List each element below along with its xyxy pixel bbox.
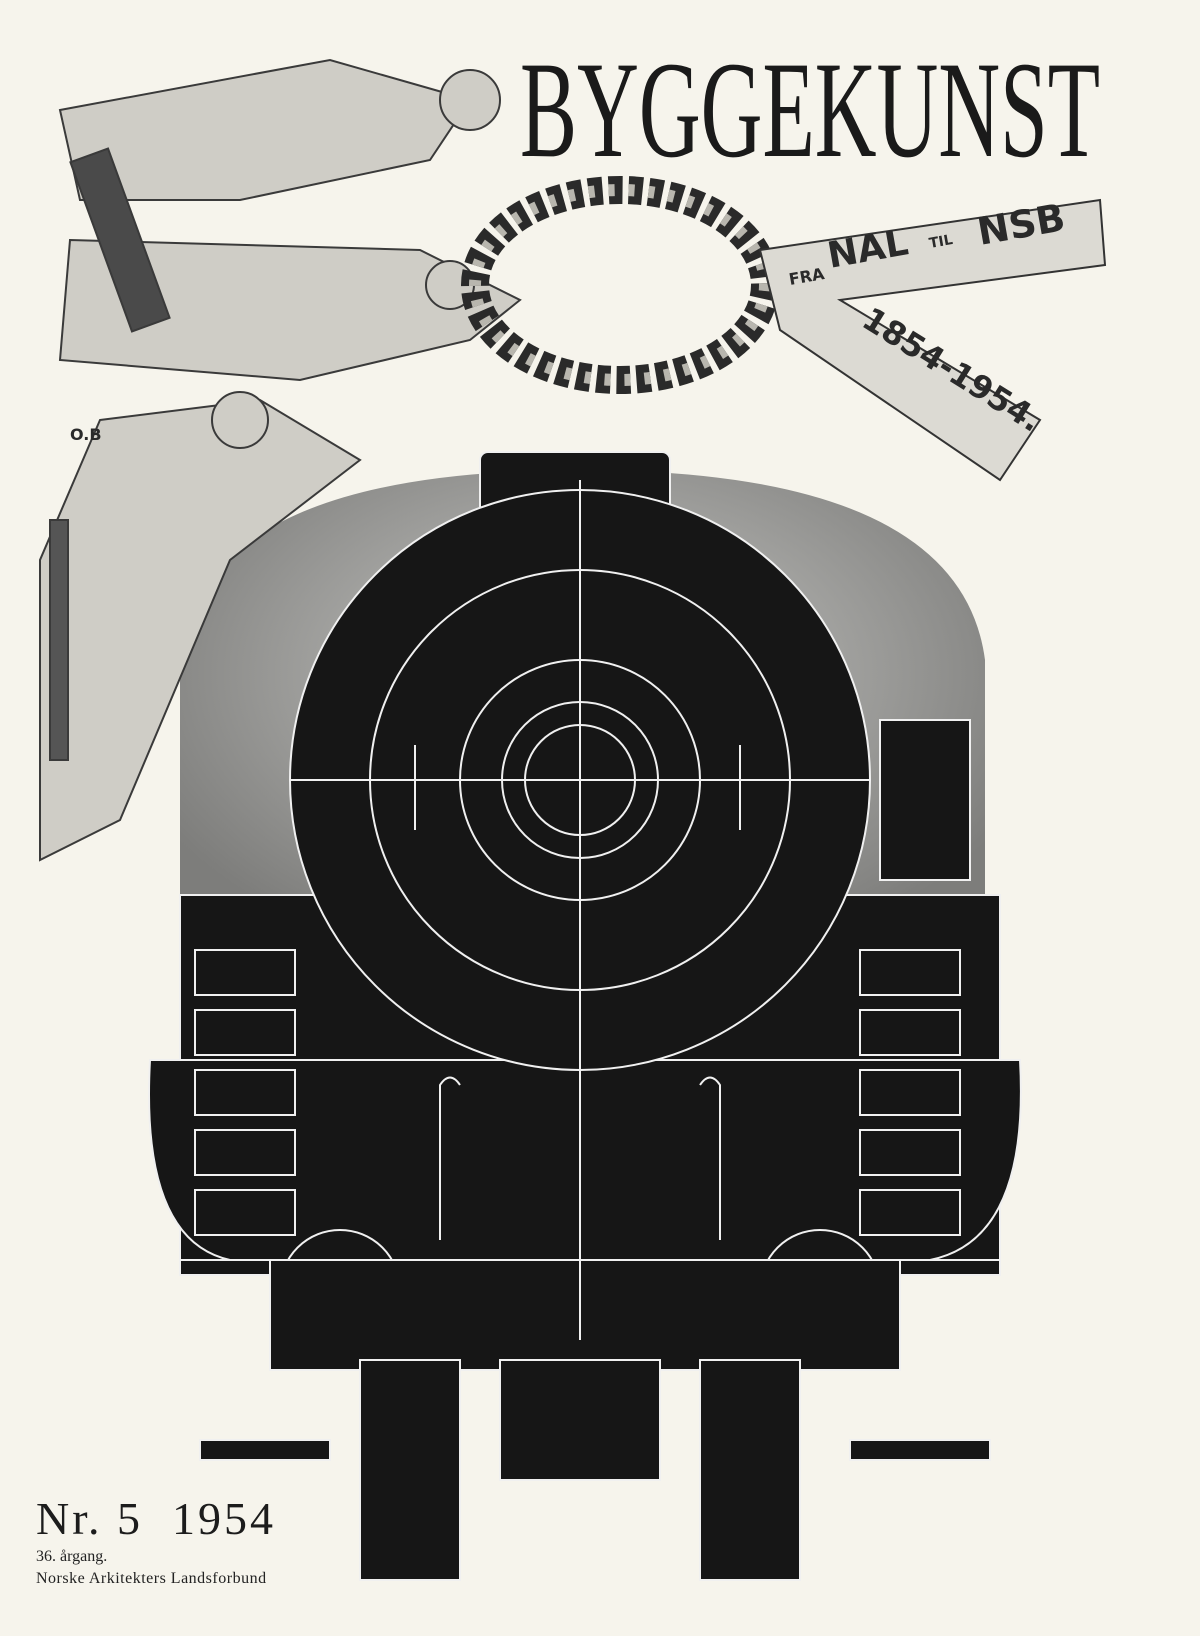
angel-figures-sketch [39, 58, 522, 862]
banner-til: TIL [928, 232, 954, 252]
locomotive-drawing [148, 451, 1022, 1581]
issue-number: Nr. 5 1954 [36, 1493, 276, 1544]
artist-initials: O.B [70, 425, 102, 444]
volume-label: 36. årgang. [36, 1548, 108, 1565]
publisher-label: Norske Arkitekters Landsforbund [36, 1570, 267, 1587]
magazine-title: BYGGEKUNST [520, 52, 1100, 170]
magazine-title-block: BYGGEKUNST [520, 52, 1100, 170]
flower-wreath [461, 176, 779, 394]
